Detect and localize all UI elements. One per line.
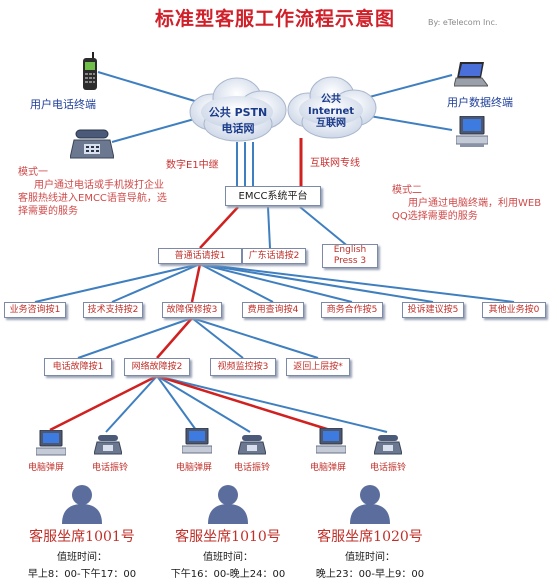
agent-pc-icon xyxy=(316,428,346,454)
agent-pc-icon xyxy=(182,428,212,454)
wire-fault2-to-ring3 xyxy=(156,375,388,433)
internet-cloud-icon xyxy=(287,76,377,139)
agent2-duty-label: 值班时间： xyxy=(203,552,253,563)
agent3-name: 客服坐席1020号 xyxy=(317,529,423,545)
wire-platform-to-lang2 xyxy=(267,206,271,249)
wire-deskphone-to-pstn xyxy=(111,117,199,143)
agent-phone-icon xyxy=(94,435,122,455)
wire-lang1-to-svc6 xyxy=(199,263,434,303)
pstn-cloud-label: 公共 PSTN 电话网 xyxy=(202,104,274,136)
agent3-hours: 晚上23：00-早上9：00 xyxy=(315,569,425,580)
wire-lang1-to-svc3 xyxy=(190,263,202,303)
mode-two-title: 模式二 xyxy=(392,185,422,196)
wire-lang1-to-svc4 xyxy=(199,263,274,303)
wire-platform-to-lang1 xyxy=(199,206,239,249)
agent1-ring-label: 电话振铃 xyxy=(92,463,129,473)
pstn-line2: 电话网 xyxy=(221,122,255,135)
wire-fault2-to-pc3 xyxy=(156,374,331,432)
wire-fault2-to-pc2 xyxy=(156,375,197,431)
person-icon xyxy=(208,485,248,524)
service-option-5: 商务合作按5 xyxy=(321,302,383,318)
internet-line1: 公共 xyxy=(321,94,341,105)
agent1-duty-label: 值班时间： xyxy=(57,552,107,563)
agent-phone-icon xyxy=(374,435,402,455)
mode-one-description: 模式一 用户通过电话或手机拨打企业客服热线进入EMCC语音导航，选择需要的服务 xyxy=(18,166,168,218)
service-option-1: 业务咨询按1 xyxy=(4,302,66,318)
wire-svc3-to-fault2 xyxy=(156,317,193,359)
agent2-name: 客服坐席1010号 xyxy=(175,529,281,545)
internet-line2: Internet xyxy=(307,106,354,117)
wire-fault2-to-ring1 xyxy=(105,375,158,433)
mode-one-body: 用户通过电话或手机拨打企业客服热线进入EMCC语音导航，选择需要的服务 xyxy=(18,180,167,217)
agent2-ring-label: 电话振铃 xyxy=(234,463,271,473)
wire-platform-to-lang3 xyxy=(299,206,351,249)
internet-line-label: 互联网专线 xyxy=(310,158,360,169)
wire-svc3-to-fault3 xyxy=(191,317,244,359)
agent1-screen-pop-label: 电脑弹屏 xyxy=(28,463,65,473)
agent-card-1: 客服坐席1001号 值班时间： 早上8：00-下午17：00 xyxy=(12,526,152,580)
fault-option-3: 视频监控按3 xyxy=(210,358,276,376)
byline: By: eTelecom Inc. xyxy=(428,18,498,27)
wire-mobile-to-pstn xyxy=(97,71,199,103)
wire-fault2-to-ring2 xyxy=(156,375,251,433)
pstn-cloud-icon xyxy=(189,77,287,142)
agent-phone-icon xyxy=(238,435,266,455)
mode-two-body: 用户通过电脑终端，利用WEB QQ选择需要的服务 xyxy=(392,198,542,222)
wire-lang1-to-svc1 xyxy=(34,263,201,303)
internet-cloud-label: 公共 Internet 互联网 xyxy=(298,94,364,130)
agent3-screen-pop-label: 电脑弹屏 xyxy=(310,463,347,473)
agent2-hours: 下午16：00-晚上24：00 xyxy=(170,569,286,580)
mobile-phone-icon xyxy=(83,52,97,90)
person-icon xyxy=(350,485,390,524)
desk-phone-icon xyxy=(70,129,114,159)
agent3-ring-label: 电话振铃 xyxy=(370,463,407,473)
agent-card-3: 客服坐席1020号 值班时间： 晚上23：00-早上9：00 xyxy=(300,526,440,580)
diagram-title: 标准型客服工作流程示意图 xyxy=(154,8,395,30)
wire-lang1-to-svc5 xyxy=(199,263,353,303)
wire-laptop-to-internet xyxy=(357,74,453,101)
fault-option-4: 返回上层按* xyxy=(286,358,350,376)
wire-svc3-to-fault4 xyxy=(191,317,319,359)
laptop-icon xyxy=(454,62,488,87)
emcc-platform-node: EMCC系统平台 xyxy=(225,186,321,206)
agent-pc-icon xyxy=(36,430,66,456)
lang-menu-option-1: 普通话请按1 xyxy=(158,248,242,264)
internet-line3: 互联网 xyxy=(316,118,346,129)
person-icon xyxy=(62,485,102,524)
desktop-computer-icon xyxy=(456,116,488,147)
data-terminal-label: 用户数据终端 xyxy=(447,96,513,109)
wire-fault2-to-pc1 xyxy=(49,374,158,432)
service-option-3: 故障保修按3 xyxy=(162,302,222,318)
fault-option-1: 电话故障按1 xyxy=(44,358,112,376)
agent3-duty-label: 值班时间： xyxy=(345,552,395,563)
agent-card-2: 客服坐席1010号 值班时间： 下午16：00-晚上24：00 xyxy=(158,526,298,580)
wire-svc3-to-fault1 xyxy=(77,317,193,359)
service-option-6: 投诉建议按5 xyxy=(402,302,464,318)
pstn-line1: 公共 PSTN xyxy=(208,106,268,119)
agent2-screen-pop-label: 电脑弹屏 xyxy=(176,463,213,473)
agent1-hours: 早上8：00-下午17：00 xyxy=(27,569,137,580)
fault-option-2: 网络故障按2 xyxy=(124,358,190,376)
agent1-name: 客服坐席1001号 xyxy=(29,529,135,545)
lang-menu-option-2: 广东话请按2 xyxy=(242,248,306,264)
mode-one-title: 模式一 xyxy=(18,167,48,178)
service-option-2: 技术支持按2 xyxy=(83,302,143,318)
service-option-4: 费用查询按4 xyxy=(242,302,304,318)
lang-menu-option-3: English Press 3 xyxy=(322,244,378,268)
phone-terminal-label: 用户电话终端 xyxy=(30,98,96,111)
wire-lang1-to-svc2 xyxy=(111,263,201,303)
wire-lang1-to-svc7 xyxy=(199,263,515,303)
mode-two-description: 模式二 用户通过电脑终端，利用WEB QQ选择需要的服务 xyxy=(392,184,542,223)
service-option-7: 其他业务按0 xyxy=(482,302,546,318)
e1-trunk-label: 数字E1中继 xyxy=(166,160,219,171)
